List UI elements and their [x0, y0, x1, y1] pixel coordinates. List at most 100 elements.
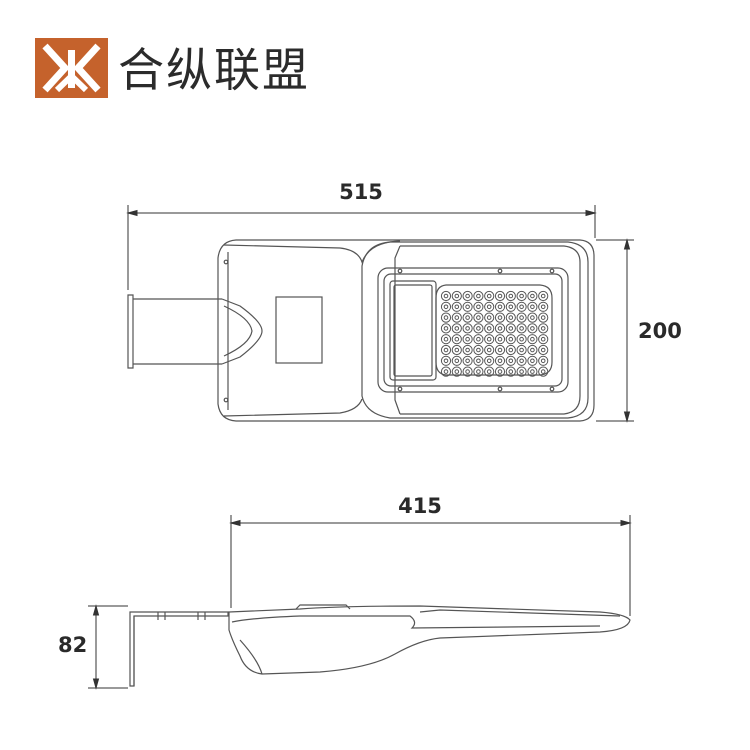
led-lens — [538, 366, 549, 377]
led-lens-center — [530, 293, 535, 299]
led-lens — [462, 344, 473, 356]
side-height-label: 82 — [58, 633, 87, 657]
led-lens-center — [443, 369, 449, 374]
width-dimension — [126, 205, 597, 290]
top-view — [127, 239, 595, 422]
led-lens-center — [486, 369, 492, 374]
led-lens — [516, 334, 527, 345]
led-lens-center — [443, 336, 449, 342]
led-lens-center — [540, 304, 546, 310]
led-lens-center — [443, 293, 449, 299]
led-lens — [451, 366, 462, 377]
led-lens — [527, 366, 538, 377]
led-lens — [494, 290, 506, 302]
led-lens-center — [443, 347, 449, 353]
led-lens-center — [454, 336, 460, 342]
led-lens — [538, 323, 549, 334]
led-lens — [484, 301, 495, 312]
led-lens — [440, 301, 452, 312]
led-lens — [451, 290, 462, 302]
led-lens-center — [497, 369, 503, 374]
led-lens — [484, 355, 495, 366]
led-lens-center — [530, 315, 535, 320]
led-lens — [484, 323, 495, 334]
led-lens-center — [519, 336, 524, 342]
led-lens — [462, 301, 473, 312]
led-lens — [516, 355, 527, 366]
led-lens-center — [540, 347, 546, 353]
led-lens — [494, 301, 506, 312]
led-lens-center — [465, 293, 470, 299]
led-lens-center — [530, 304, 535, 310]
led-lens — [505, 334, 516, 345]
led-lens-center — [454, 293, 460, 299]
led-lens-center — [486, 347, 492, 353]
led-lens-center — [508, 293, 514, 299]
led-lens-center — [508, 358, 514, 364]
led-lens-center — [540, 315, 546, 320]
hz-logo-icon — [35, 38, 108, 98]
led-lens — [538, 334, 549, 345]
led-lens — [494, 355, 506, 366]
led-lens — [473, 366, 484, 377]
led-lens-center — [454, 358, 460, 364]
side-body-profile — [228, 605, 631, 675]
led-lens-center — [530, 358, 535, 364]
led-lens — [462, 312, 473, 323]
led-lens — [484, 334, 495, 345]
led-lens — [451, 334, 462, 345]
led-lens — [527, 323, 538, 334]
led-lens — [440, 366, 452, 377]
width-label: 515 — [339, 180, 383, 204]
led-lens-center — [443, 358, 449, 364]
led-lens — [516, 301, 527, 312]
led-lens — [451, 344, 462, 356]
led-lens — [473, 290, 484, 302]
led-lens-center — [519, 304, 524, 310]
led-lens — [451, 301, 462, 312]
led-lens — [538, 355, 549, 366]
led-lens — [538, 344, 549, 356]
led-lens — [451, 355, 462, 366]
led-lens — [494, 323, 506, 334]
led-lens — [484, 290, 495, 302]
led-lens — [484, 366, 495, 377]
led-lens — [527, 290, 538, 302]
led-lens — [527, 344, 538, 356]
led-lens-center — [486, 293, 492, 299]
side-height-dimension — [88, 604, 128, 690]
led-lens-center — [530, 336, 535, 342]
led-lens — [516, 312, 527, 323]
led-lens-center — [465, 315, 470, 320]
led-lens — [484, 344, 495, 356]
led-module — [377, 267, 569, 393]
led-lens — [494, 312, 506, 323]
led-lens-center — [508, 369, 514, 374]
led-lens — [440, 323, 452, 334]
led-lens — [527, 301, 538, 312]
led-lens — [473, 334, 484, 345]
led-lens-center — [454, 326, 460, 331]
led-lens-center — [476, 315, 481, 320]
side-view — [129, 604, 631, 687]
led-lens-center — [508, 304, 514, 310]
lamp-body-outline — [217, 239, 595, 422]
led-lens-center — [497, 315, 503, 320]
led-lens — [451, 312, 462, 323]
led-lens — [516, 366, 527, 377]
led-lens-center — [508, 326, 514, 331]
led-lens-center — [465, 326, 470, 331]
led-lens-center — [540, 293, 546, 299]
brand-name: 合纵联盟 — [118, 43, 310, 97]
led-lens-center — [519, 347, 524, 353]
led-lens-center — [540, 358, 546, 364]
led-lens — [440, 355, 452, 366]
led-lens-center — [443, 315, 449, 320]
led-lens-center — [540, 336, 546, 342]
led-lens — [538, 290, 549, 302]
led-lens-center — [454, 347, 460, 353]
led-lens-center — [486, 304, 492, 310]
led-lens — [462, 366, 473, 377]
led-lens — [505, 323, 516, 334]
